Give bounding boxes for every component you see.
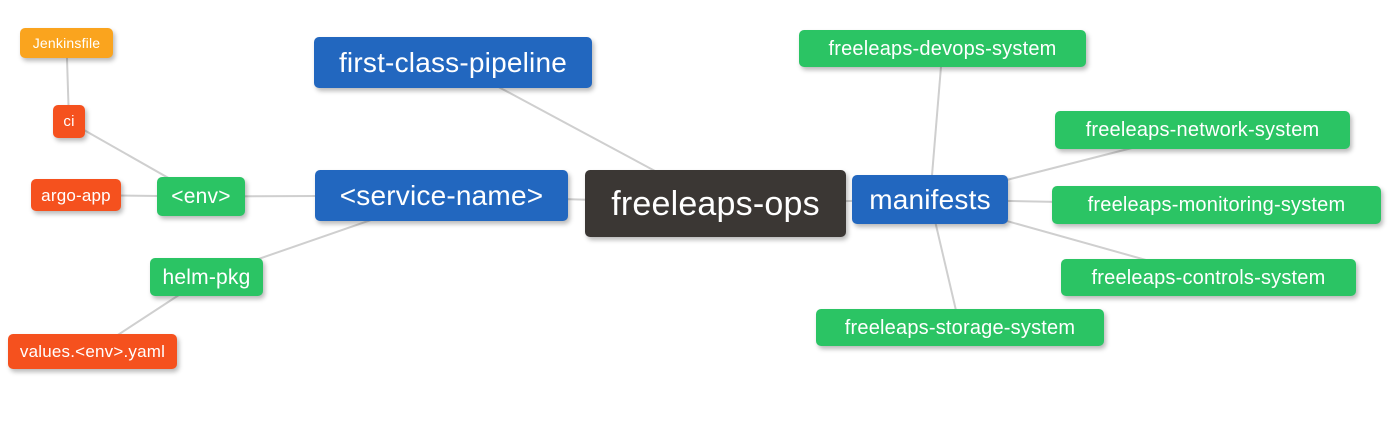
mindmap-node-jenkinsfile[interactable]: Jenkinsfile bbox=[20, 28, 113, 58]
mindmap-node-helm-pkg[interactable]: helm-pkg bbox=[150, 258, 263, 296]
mindmap-node-manifests[interactable]: manifests bbox=[852, 175, 1008, 224]
mindmap-node-argo-app[interactable]: argo-app bbox=[31, 179, 121, 211]
mindmap-node-freeleaps-devops-system[interactable]: freeleaps-devops-system bbox=[799, 30, 1086, 67]
mindmap-node-freeleaps-network-system[interactable]: freeleaps-network-system bbox=[1055, 111, 1350, 149]
mindmap-node-env[interactable]: <env> bbox=[157, 177, 245, 216]
mindmap-node-ci[interactable]: ci bbox=[53, 105, 85, 138]
mindmap-node-freeleaps-ops[interactable]: freeleaps-ops bbox=[585, 170, 846, 237]
mindmap-node-service-name[interactable]: <service-name> bbox=[315, 170, 568, 221]
edge-manifests--freeleaps-devops-system bbox=[929, 48, 944, 200]
mindmap-node-first-class-pipeline[interactable]: first-class-pipeline bbox=[314, 37, 592, 88]
mindmap-node-values-env-yaml[interactable]: values.<env>.yaml bbox=[8, 334, 177, 369]
mindmap-node-freeleaps-controls-system[interactable]: freeleaps-controls-system bbox=[1061, 259, 1356, 296]
mindmap-node-freeleaps-monitoring-system[interactable]: freeleaps-monitoring-system bbox=[1052, 186, 1381, 224]
mindmap-node-freeleaps-storage-system[interactable]: freeleaps-storage-system bbox=[816, 309, 1104, 346]
